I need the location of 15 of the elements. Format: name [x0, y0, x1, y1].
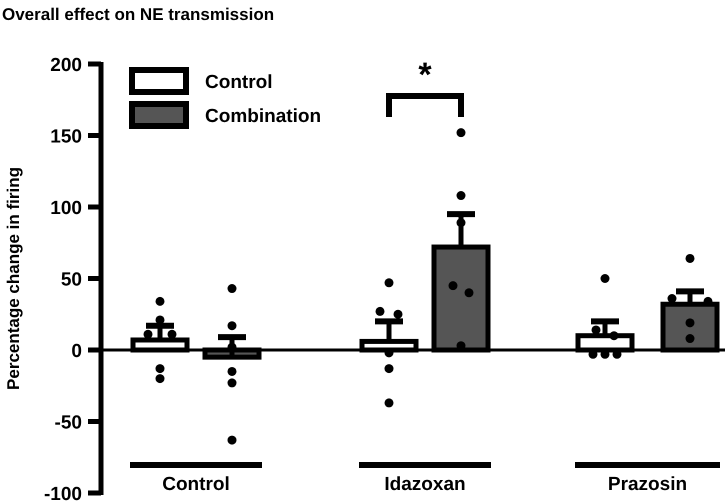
category-label: Control	[162, 474, 230, 495]
axis-tick-label: 0	[71, 341, 82, 362]
legend-label: Control	[205, 72, 273, 93]
category-label: Prazosin	[608, 474, 688, 495]
legend-label: Combination	[205, 106, 322, 127]
axis-tick-label: 150	[50, 126, 82, 148]
chart-title: Overall effect on NE transmission	[2, 5, 274, 24]
significance-asterisk: *	[418, 56, 432, 94]
axis-tick-label: 200	[50, 55, 82, 76]
axis-tick-label: -100	[44, 484, 82, 504]
axis-tick-label: -50	[54, 412, 82, 434]
axis-tick-label: 100	[50, 198, 82, 219]
axis-tick-label: 50	[60, 270, 82, 290]
category-label: Idazoxan	[384, 474, 466, 495]
axis-title: Percentage change in firing	[4, 167, 23, 390]
